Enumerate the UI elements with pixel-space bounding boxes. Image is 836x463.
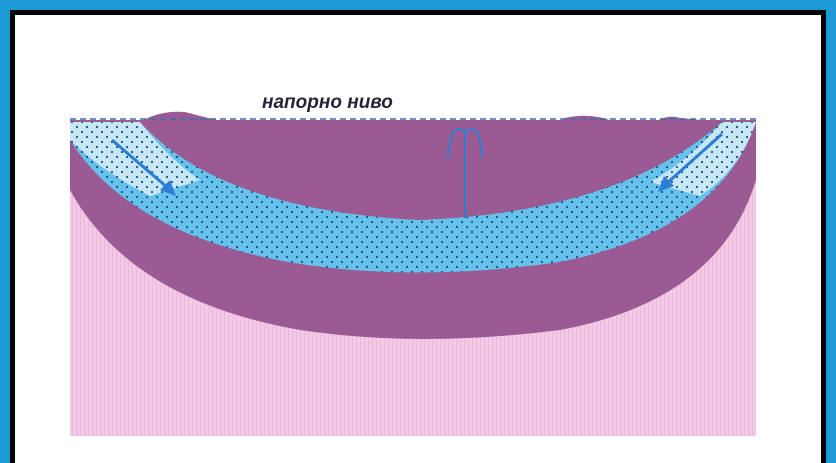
pressure-level-label: напорно ниво bbox=[262, 92, 393, 113]
